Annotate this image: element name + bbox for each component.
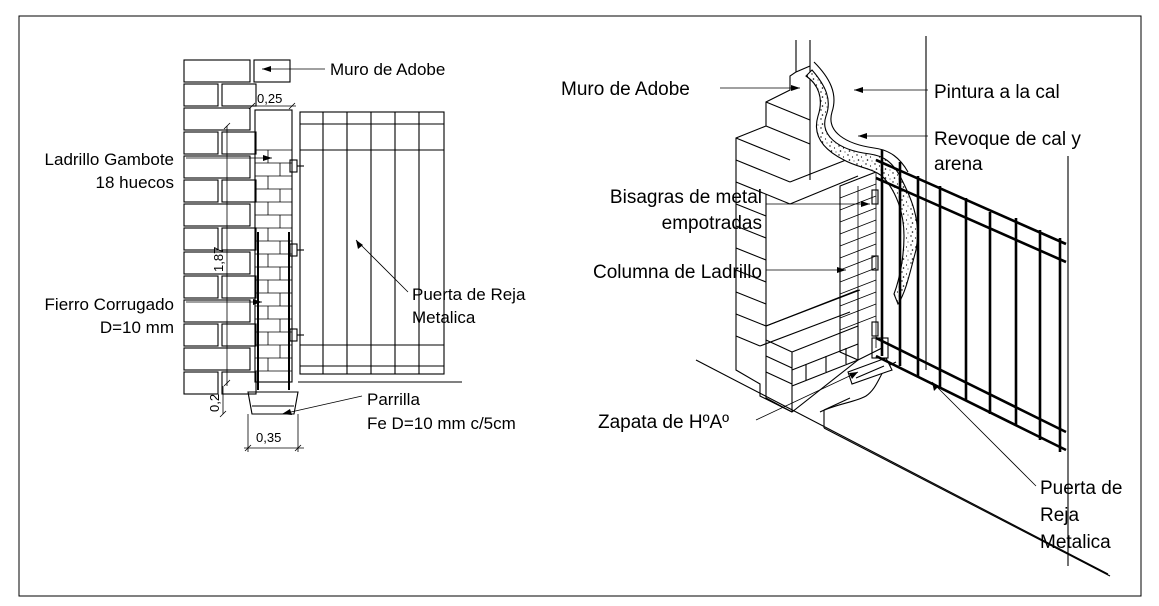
label-fierro-diameter: D=10 mm <box>100 318 174 337</box>
elevation-leaders <box>186 68 409 415</box>
label-columna-ladrillo: Columna de Ladrillo <box>593 262 762 283</box>
elevation-arrowheads <box>253 66 363 415</box>
label-fierro-corrugado: Fierro Corrugado <box>45 295 174 314</box>
label-zapata: Zapata de HºAº <box>598 412 729 433</box>
label-ladrillo-gambote: Ladrillo Gambote <box>45 150 174 169</box>
label-puerta-reja-right-2: Reja <box>1040 505 1080 526</box>
label-parrilla-spec: Fe D=10 mm c/5cm <box>367 414 516 433</box>
label-puerta-reja-right-3: Metalica <box>1040 532 1111 553</box>
adobe-wall <box>183 59 291 395</box>
label-puerta-reja-left-2: Metalica <box>412 308 476 327</box>
label-18-huecos: 18 huecos <box>96 173 174 192</box>
dim-height: 1,87 <box>211 247 226 272</box>
label-muro-adobe-left: Muro de Adobe <box>330 60 445 79</box>
label-puerta-reja-right-1: Puerta de <box>1040 478 1122 499</box>
isometric-view: Muro de Adobe Pintura a la cal Revoque d… <box>561 36 1122 577</box>
label-pintura-cal: Pintura a la cal <box>934 82 1060 103</box>
label-muro-adobe-right: Muro de Adobe <box>561 79 690 100</box>
label-puerta-reja-left-1: Puerta de Reja <box>412 285 526 304</box>
drawing-frame <box>18 15 1142 597</box>
elevation-view: 0,25 1,87 0,2 0,35 Muro de Adobe Ladrill… <box>45 59 526 452</box>
label-bisagras-1: Bisagras de metal <box>610 187 762 208</box>
iso-leaders <box>720 87 1037 487</box>
footing <box>247 391 299 415</box>
base-step <box>765 289 859 413</box>
label-parrilla: Parrilla <box>367 390 420 409</box>
label-bisagras-2: empotradas <box>662 213 762 234</box>
footing-iso <box>819 357 897 413</box>
ground-lines <box>695 359 1111 577</box>
dim-footing-depth: 0,2 <box>207 394 222 412</box>
adobe-wall-iso <box>735 40 861 413</box>
metal-gate <box>299 111 445 375</box>
paint-layer <box>813 61 909 173</box>
dim-footing-width: 0,35 <box>256 430 281 445</box>
label-revoque-2: arena <box>934 154 983 175</box>
iso-arrowheads <box>791 85 939 391</box>
label-revoque-1: Revoque de cal y <box>934 129 1081 150</box>
metal-gate-iso <box>875 36 1069 566</box>
brick-column <box>254 109 304 390</box>
dim-width-top: 0,25 <box>257 91 282 106</box>
dimension-lines <box>219 102 304 452</box>
